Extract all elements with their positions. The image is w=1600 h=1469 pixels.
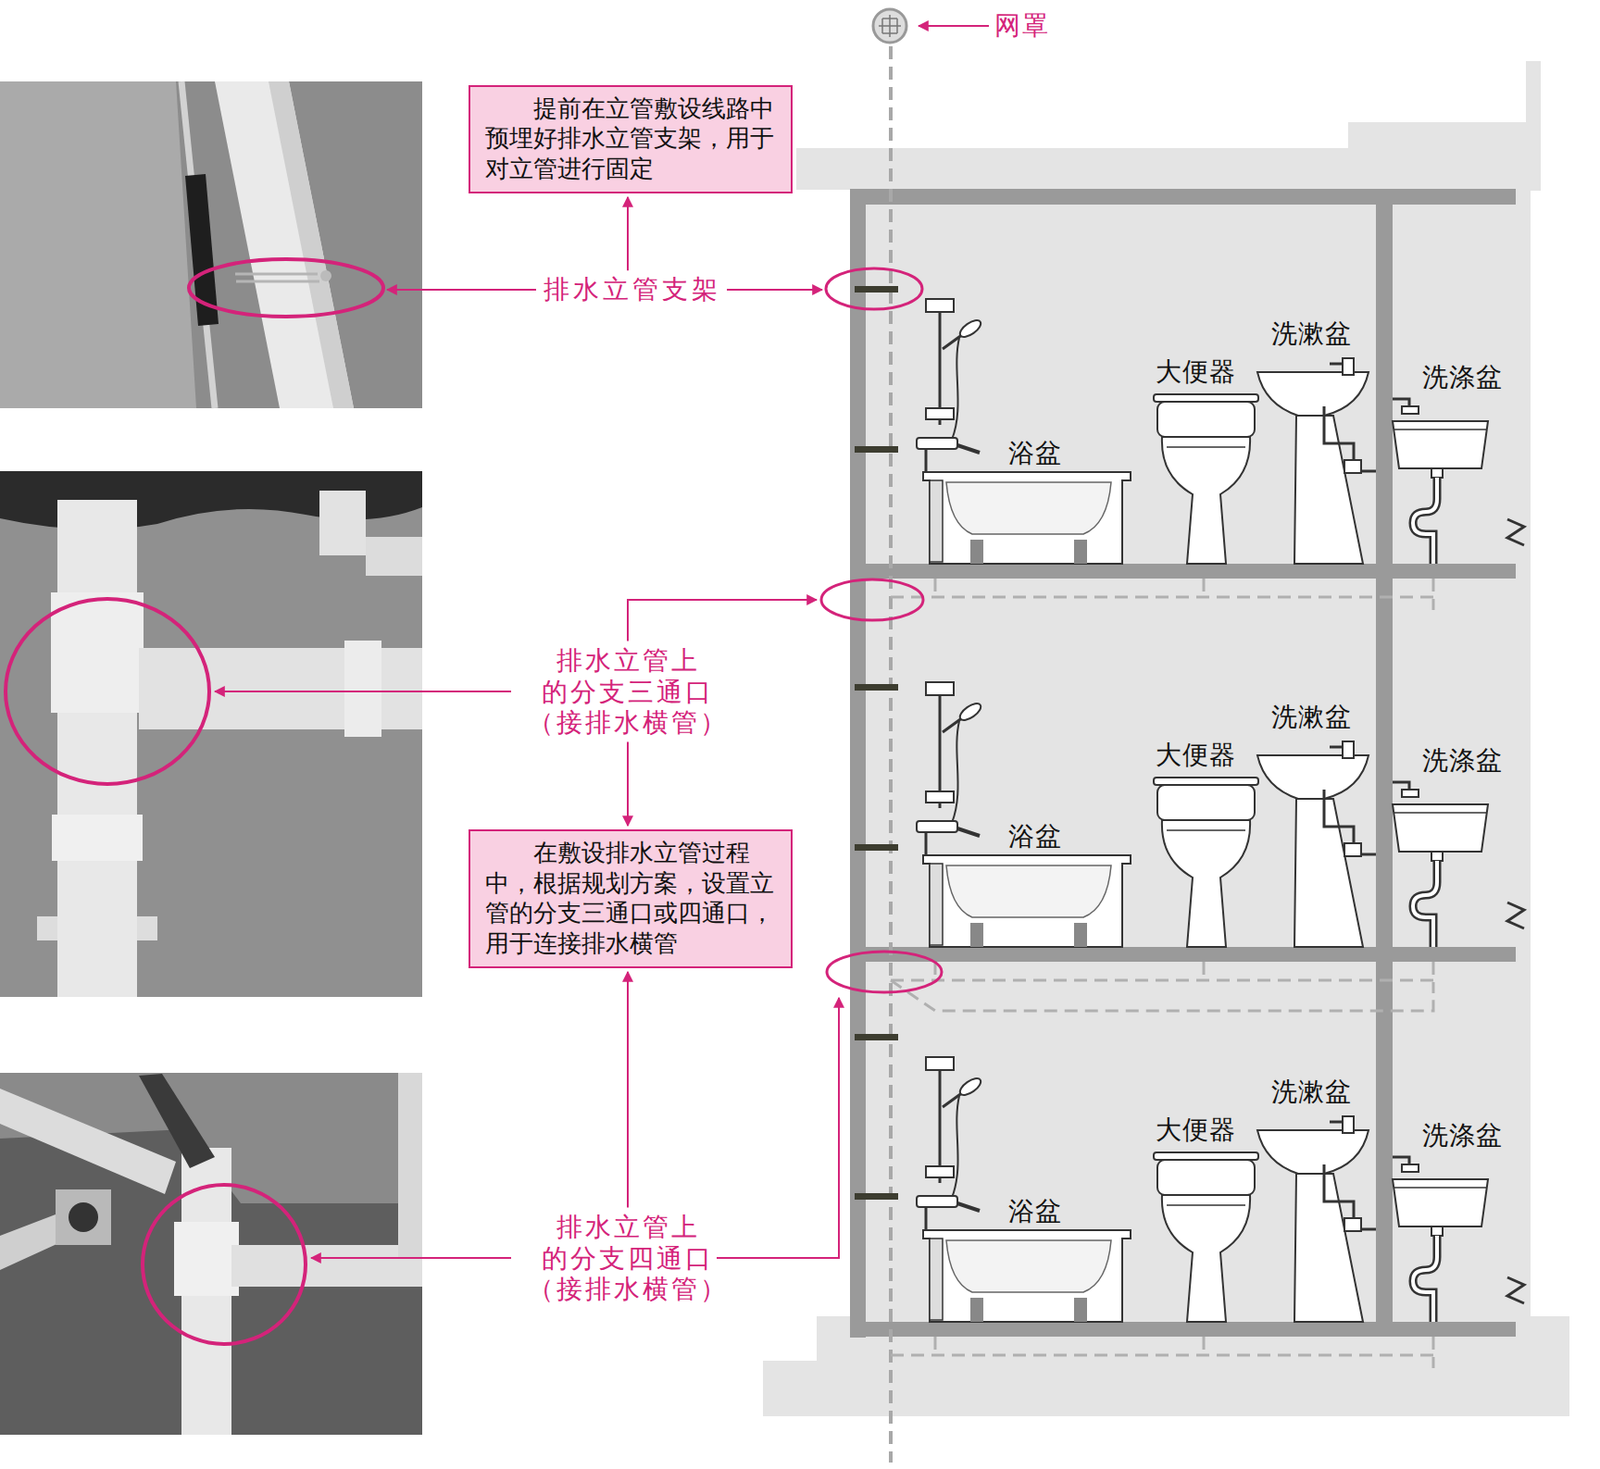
floor-slab: [850, 563, 1516, 579]
photo-pipe: [57, 500, 138, 998]
vent-cap: [873, 9, 907, 43]
photo-pipe: [319, 490, 366, 556]
roof-slab: [850, 188, 1516, 205]
photo-wall: [0, 471, 423, 998]
fixture-label: 大便器: [1155, 356, 1237, 388]
highlight-ellipse: [825, 268, 923, 310]
photo-riser-bracket: [0, 81, 423, 409]
photo-tee-fitting: [0, 471, 423, 998]
photo-clip: [137, 916, 158, 941]
photo-floor-drain: [68, 1202, 99, 1233]
ground: [762, 1361, 819, 1417]
photo-coupling: [51, 814, 143, 862]
ground: [816, 1316, 1570, 1417]
fixture-label: 浴盆: [1008, 821, 1063, 853]
leader-arrow: [626, 197, 629, 271]
wall: [850, 188, 866, 1338]
callout-label: 排水立管上 的分支三通口 （接排水横管）: [516, 645, 739, 739]
callout-label: 排水立管支架: [543, 274, 722, 306]
photo-wall: [0, 81, 197, 409]
photo-pipe: [214, 81, 354, 409]
highlight-ellipse: [821, 579, 924, 621]
floor-slab: [850, 947, 1516, 963]
photo-wall: [0, 1073, 423, 1436]
photo-screw: [320, 270, 332, 282]
highlight-ellipse: [826, 951, 942, 993]
photo-pipe: [365, 537, 423, 576]
fixture-label: 大便器: [1155, 1114, 1237, 1147]
highlight-ellipse: [5, 599, 210, 785]
fixture-label: 浴盆: [1008, 1196, 1063, 1228]
building-section: [762, 9, 1570, 1463]
roof: [796, 148, 1538, 190]
fixture-label: 洗漱盆: [1271, 318, 1352, 350]
highlight-ellipse: [142, 1185, 306, 1345]
fixture-label: 浴盆: [1008, 437, 1063, 470]
leader-arrow: [918, 25, 989, 27]
highlight-ellipse: [188, 259, 384, 317]
drain-pipe: [890, 980, 1434, 1012]
photo-pipe: [231, 1245, 423, 1288]
bathroom-fixtures: [890, 682, 1525, 994]
photo-coupling: [344, 640, 382, 738]
partition-wall: [1375, 204, 1393, 1323]
riser-bracket: [854, 1193, 899, 1200]
floor-slab: [850, 1322, 1516, 1338]
leader-arrow: [214, 690, 512, 693]
leader-arrow: [626, 972, 629, 1209]
note-box: 提前在立管敷设线路中预埋好排水立管支架，用于对立管进行固定: [468, 85, 793, 195]
photo-pipe: [0, 1214, 65, 1271]
photo-pipe: [0, 1088, 176, 1195]
fixture-label: 洗漱盆: [1271, 1076, 1352, 1109]
riser-bracket: [854, 446, 899, 453]
drain-stack: [888, 46, 893, 1463]
bathroom-fixtures: [890, 1057, 1525, 1369]
photo-pipe-shade: [268, 81, 354, 409]
cover-label: 网罩: [994, 10, 1050, 42]
leader-arrow: [627, 600, 817, 642]
fixture-label: 大便器: [1155, 739, 1237, 772]
photo-pipe: [398, 1073, 423, 1259]
leader-arrow: [311, 1257, 512, 1260]
leader-lines: [214, 25, 989, 1259]
photo-wall: [0, 81, 423, 409]
riser-bracket: [854, 844, 899, 851]
vent-mesh: [878, 14, 901, 38]
leader-arrow: [387, 288, 537, 291]
photo-tee: [50, 592, 144, 713]
leader-arrow: [626, 741, 629, 826]
note-box: 在敷设排水立管过程中，根据规划方案，设置立管的分支三通口或四通口，用于连接排水横…: [468, 829, 793, 969]
photo-pipe-joint: [235, 274, 320, 282]
note-text: 在敷设排水立管过程中，根据规划方案，设置立管的分支三通口或四通口，用于连接排水横…: [485, 838, 776, 960]
parapet: [1525, 61, 1541, 191]
fixture-label: 洗漱盆: [1271, 701, 1352, 734]
photo-cross: [174, 1222, 239, 1297]
callout-label: 排水立管上 的分支四通口 （接排水横管）: [516, 1212, 739, 1306]
fixture-label: 洗涤盆: [1422, 1120, 1503, 1152]
photo-clip: [37, 916, 58, 941]
note-text: 提前在立管敷设线路中预埋好排水立管支架，用于对立管进行固定: [485, 94, 776, 186]
leader-arrow: [726, 288, 823, 291]
photo-cross-fitting: [0, 1073, 423, 1436]
bathroom-fixtures: [890, 299, 1525, 611]
roof: [1348, 122, 1526, 149]
leader-arrow: [716, 998, 839, 1259]
fixture-label: 洗涤盆: [1422, 362, 1503, 394]
photo-pipe-end: [138, 1074, 215, 1169]
fixture-label: 洗涤盆: [1422, 745, 1503, 777]
riser-bracket: [854, 286, 899, 293]
riser-bracket: [854, 1034, 899, 1041]
photo-floor-box: [55, 1189, 112, 1246]
riser-bracket: [854, 684, 899, 691]
